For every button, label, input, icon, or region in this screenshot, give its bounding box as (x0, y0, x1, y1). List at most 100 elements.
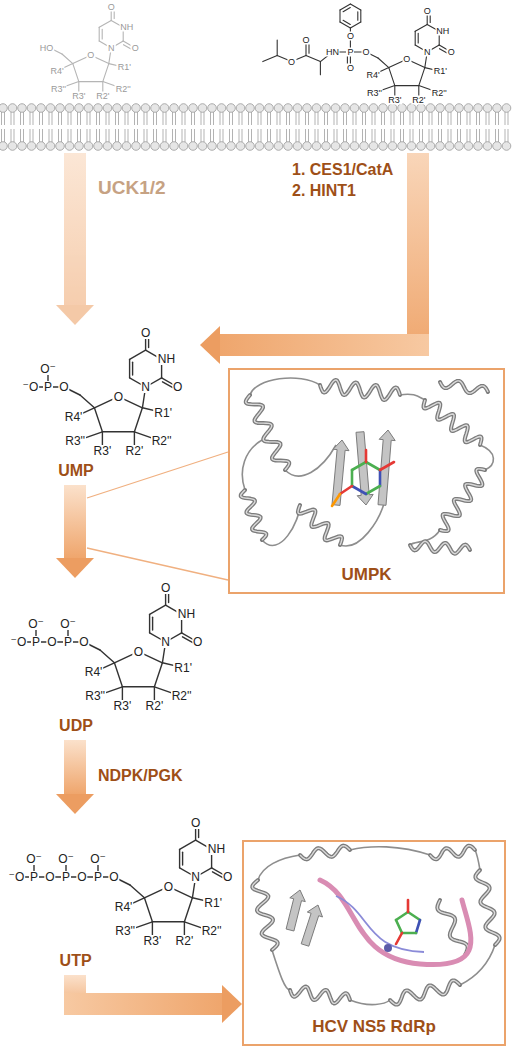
lipid-tail (166, 112, 167, 125)
atom-label: P (61, 871, 71, 883)
lipid-head (65, 104, 74, 113)
atom-label: R1' (203, 897, 223, 909)
protein-panel: UMPK (228, 368, 505, 594)
lipid-head (474, 104, 483, 113)
lipid-head (208, 104, 217, 113)
lipid-tail (438, 129, 439, 142)
atom-label: R3'' (50, 84, 67, 93)
chemical-bond (130, 885, 144, 898)
atom-label: R3'' (366, 88, 383, 97)
lipid-head (379, 142, 388, 151)
lipid-head (265, 104, 274, 113)
chemical-bond (62, 54, 73, 64)
lipid-head (350, 104, 359, 113)
atom-label: P (93, 871, 103, 883)
lipid-tail (375, 129, 376, 142)
chemical-bond (149, 614, 150, 632)
rna-strand (336, 896, 424, 952)
lipid-tail (128, 129, 129, 142)
lipid-tail (1, 112, 2, 125)
lipid-tail (80, 129, 81, 142)
lipid-tail (337, 129, 338, 142)
lipid-head (141, 104, 150, 113)
lipid-tail (115, 129, 116, 142)
atom-label: R2' (145, 700, 165, 712)
lipid-head (312, 104, 321, 113)
lipid-tail (476, 129, 477, 142)
lipid-tail (353, 129, 354, 142)
lipid-head (236, 104, 245, 113)
helix-highlight (246, 395, 289, 470)
atom-label: R2'' (115, 84, 132, 93)
atom-label: O (287, 57, 296, 66)
atom-label: P (31, 636, 41, 648)
lipid-head (360, 142, 369, 151)
ligand-stick (416, 920, 420, 933)
lipid-tail (137, 129, 138, 142)
lipid-tail (296, 129, 297, 142)
lipid-tail (42, 112, 43, 125)
lipid-tail (153, 112, 154, 125)
lipid-head (331, 104, 340, 113)
lipid-tail (308, 129, 309, 142)
chemical-bond (122, 686, 154, 687)
lipid-head (84, 142, 93, 151)
lipid-tail (87, 129, 88, 142)
helix-highlight (424, 400, 482, 445)
lipid-tail (77, 112, 78, 125)
lipid-head (217, 104, 226, 113)
lipid-tail (346, 112, 347, 125)
arrow-head (222, 985, 242, 1023)
lipid-tail (80, 112, 81, 125)
lipid-tail (58, 112, 59, 125)
lipid-tail (4, 112, 5, 125)
chemical-bond (340, 4, 350, 10)
atom-label: R2' (125, 445, 145, 457)
lipid-tail (232, 129, 233, 142)
lipid-head (436, 104, 445, 113)
bond-group (50, 7, 135, 96)
lipid-tail (429, 129, 430, 142)
chemical-bond (395, 85, 419, 86)
lipid-head (46, 142, 55, 151)
lipid-tail (194, 112, 195, 125)
lipid-tail (1, 129, 2, 142)
lipid-tail (448, 112, 449, 125)
atom-label: O (402, 55, 411, 64)
lipid-head (0, 142, 7, 151)
lipid-tail (441, 129, 442, 142)
lipid-tail (96, 112, 97, 125)
lipid-tail (346, 129, 347, 142)
helix-highlight (241, 490, 267, 540)
lipid-tail (413, 112, 414, 125)
lipid-head (464, 142, 473, 151)
lipid-tail (508, 129, 509, 142)
atom-label: P (43, 381, 53, 393)
helix-highlight (440, 469, 485, 531)
lipid-tail (362, 112, 363, 125)
atom-label: O (190, 817, 201, 829)
chemical-bond (94, 408, 102, 432)
lipid-tail (457, 129, 458, 142)
lipid-head (474, 142, 483, 151)
lipid-tail (11, 112, 12, 125)
lipid-tail (289, 129, 290, 142)
molecule-structure: HOONHONOR4'R3''R3'R2'R2''R1' (30, 0, 155, 104)
bond-group (30, 333, 177, 451)
lipid-tail (20, 129, 21, 142)
lipid-tail (71, 112, 72, 125)
ligand-stick (379, 470, 382, 486)
chemical-bond (179, 849, 180, 867)
lipid-head (189, 104, 198, 113)
lipid-tail (30, 112, 31, 125)
atom-label: O (86, 51, 95, 60)
lipid-tail (172, 112, 173, 125)
protein-loop (272, 950, 290, 990)
chemical-bond (350, 4, 360, 10)
atom-label: ⁻O (8, 871, 26, 883)
lipid-head (37, 142, 46, 151)
lipid-head (369, 142, 378, 151)
chemical-bond (357, 12, 358, 20)
lipid-head (75, 142, 84, 151)
